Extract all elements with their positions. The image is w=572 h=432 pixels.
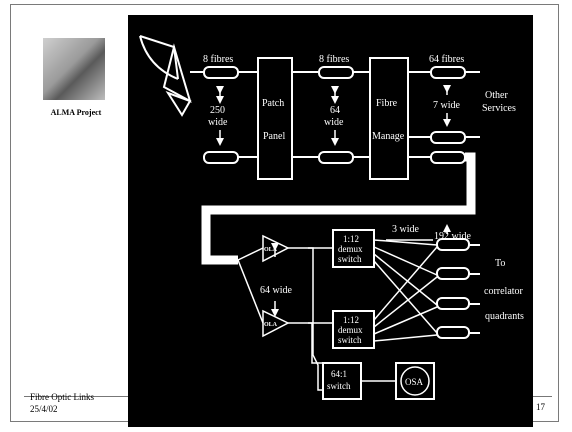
label-64-wide-ola: 64 wide [260,285,293,296]
fibre-links-diagram: 8 fibres 250 wide Patch Panel 8 fibres 6… [128,15,533,427]
label-switch-bot: switch [338,335,362,345]
label-osa: OSA [405,377,424,387]
label-64: 64 [330,105,340,116]
crossover-fibres [374,240,437,341]
label-services: Services [482,103,516,114]
label-patch: Patch [262,98,284,109]
label-to: To [495,258,505,269]
label-fibres-out: 64 fibres [429,54,464,65]
label-64-wide: wide [324,117,344,128]
label-other: Other [485,90,508,101]
alma-logo-image [43,38,105,100]
page-number: 17 [536,402,545,412]
label-manage: Manage [372,131,405,142]
fibre-manage-box [370,58,408,179]
antenna-icon [140,36,190,115]
footer-title: Fibre Optic Links [30,391,94,403]
label-demux-top: demux [338,244,363,254]
label-250: 250 [210,105,225,116]
label-fibres-in: 8 fibres [203,54,233,65]
label-demux-bot-ratio: 1:12 [343,315,359,325]
label-switch-top: switch [338,254,362,264]
label-demux-bot: demux [338,325,363,335]
output-connectors [437,239,480,338]
label-64-1: 64:1 [331,369,347,379]
label-192-wide: 192 wide [434,231,472,242]
label-demux-top-ratio: 1:12 [343,234,359,244]
ola-to-demux-lines [288,248,333,390]
patch-panel-box [258,58,292,179]
label-switch: switch [327,381,351,391]
diagram-svg: 8 fibres 250 wide Patch Panel 8 fibres 6… [128,15,533,427]
label-250-wide: wide [208,117,228,128]
label-7-wide: 7 wide [433,100,461,111]
label-fibre: Fibre [376,98,398,109]
label-correlator: correlator [484,286,524,297]
label-3-wide: 3 wide [392,224,420,235]
label-quadrants: quadrants [485,311,524,322]
logo-caption: ALMA Project [34,108,118,117]
label-ola-top: OLA [264,247,278,253]
footer-left: Fibre Optic Links 25/4/02 [30,391,94,415]
label-fibres-mid: 8 fibres [319,54,349,65]
label-panel: Panel [263,131,285,142]
footer-date: 25/4/02 [30,403,94,415]
label-ola-bottom: OLA [264,322,278,328]
